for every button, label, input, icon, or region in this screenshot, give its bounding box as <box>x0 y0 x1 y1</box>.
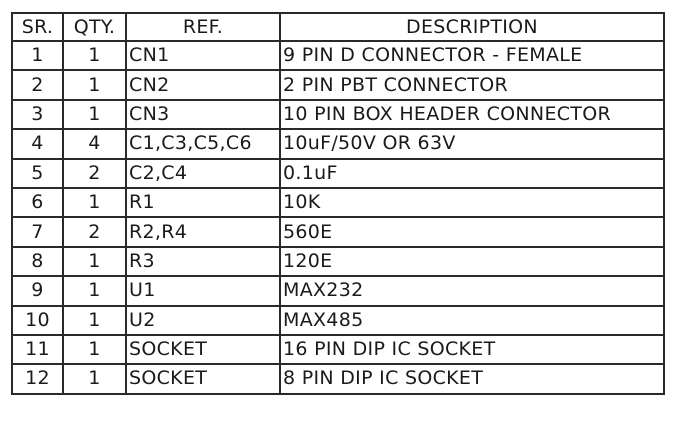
table-row: 3 1 CN3 10 PIN BOX HEADER CONNECTOR <box>11 98 665 131</box>
cell-description: 9 PIN D CONNECTOR - FEMALE <box>279 39 665 72</box>
cell-ref: CN1 <box>125 39 281 72</box>
table-row: 4 4 C1,C3,C5,C6 10uF/50V OR 63V <box>11 128 665 160</box>
header-qty: QTY. <box>62 12 127 42</box>
cell-description: 10K <box>279 186 665 219</box>
cell-qty: 1 <box>62 39 127 72</box>
cell-qty: 1 <box>62 245 127 278</box>
cell-sr: 4 <box>11 128 64 160</box>
cell-qty: 1 <box>62 275 127 307</box>
cell-description: 2 PIN PBT CONNECTOR <box>279 69 665 101</box>
cell-ref: SOCKET <box>125 363 281 395</box>
table-row: 12 1 SOCKET 8 PIN DIP IC SOCKET <box>11 363 665 395</box>
cell-description: 120E <box>279 245 665 278</box>
table-row: 11 1 SOCKET 16 PIN DIP IC SOCKET <box>11 333 665 366</box>
cell-qty: 4 <box>62 128 127 160</box>
cell-description: 560E <box>279 216 665 248</box>
cell-qty: 2 <box>62 157 127 189</box>
cell-sr: 6 <box>11 186 64 219</box>
cell-sr: 8 <box>11 245 64 278</box>
cell-qty: 1 <box>62 186 127 219</box>
cell-description: 0.1uF <box>279 157 665 189</box>
cell-description: MAX485 <box>279 304 665 336</box>
table-row: 2 1 CN2 2 PIN PBT CONNECTOR <box>11 69 665 101</box>
cell-ref: C2,C4 <box>125 157 281 189</box>
cell-qty: 1 <box>62 333 127 366</box>
cell-sr: 11 <box>11 333 64 366</box>
cell-ref: C1,C3,C5,C6 <box>125 128 281 160</box>
cell-description: 10 PIN BOX HEADER CONNECTOR <box>279 98 665 131</box>
header-description: DESCRIPTION <box>279 12 665 42</box>
table-row: 5 2 C2,C4 0.1uF <box>11 157 665 189</box>
header-sr: SR. <box>11 12 64 42</box>
cell-ref: SOCKET <box>125 333 281 366</box>
cell-qty: 1 <box>62 304 127 336</box>
cell-sr: 1 <box>11 39 64 72</box>
cell-sr: 5 <box>11 157 64 189</box>
cell-ref: CN3 <box>125 98 281 131</box>
cell-ref: U1 <box>125 275 281 307</box>
bill-of-materials: SR. QTY. REF. DESCRIPTION 1 1 CN1 9 PIN … <box>11 12 665 395</box>
cell-description: 10uF/50V OR 63V <box>279 128 665 160</box>
header-ref: REF. <box>125 12 281 42</box>
cell-sr: 12 <box>11 363 64 395</box>
cell-sr: 7 <box>11 216 64 248</box>
bom-table: SR. QTY. REF. DESCRIPTION 1 1 CN1 9 PIN … <box>11 12 665 395</box>
table-row: 8 1 R3 120E <box>11 245 665 278</box>
cell-sr: 2 <box>11 69 64 101</box>
cell-qty: 1 <box>62 98 127 131</box>
table-row: 6 1 R1 10K <box>11 186 665 219</box>
cell-ref: R2,R4 <box>125 216 281 248</box>
header-row: SR. QTY. REF. DESCRIPTION <box>11 12 665 42</box>
cell-ref: CN2 <box>125 69 281 101</box>
table-row: 10 1 U2 MAX485 <box>11 304 665 336</box>
table-row: 9 1 U1 MAX232 <box>11 275 665 307</box>
cell-description: 8 PIN DIP IC SOCKET <box>279 363 665 395</box>
table-row: 7 2 R2,R4 560E <box>11 216 665 248</box>
cell-ref: R3 <box>125 245 281 278</box>
cell-sr: 3 <box>11 98 64 131</box>
cell-qty: 2 <box>62 216 127 248</box>
cell-description: MAX232 <box>279 275 665 307</box>
cell-description: 16 PIN DIP IC SOCKET <box>279 333 665 366</box>
cell-ref: U2 <box>125 304 281 336</box>
cell-qty: 1 <box>62 69 127 101</box>
cell-ref: R1 <box>125 186 281 219</box>
cell-sr: 10 <box>11 304 64 336</box>
cell-qty: 1 <box>62 363 127 395</box>
cell-sr: 9 <box>11 275 64 307</box>
table-row: 1 1 CN1 9 PIN D CONNECTOR - FEMALE <box>11 39 665 72</box>
